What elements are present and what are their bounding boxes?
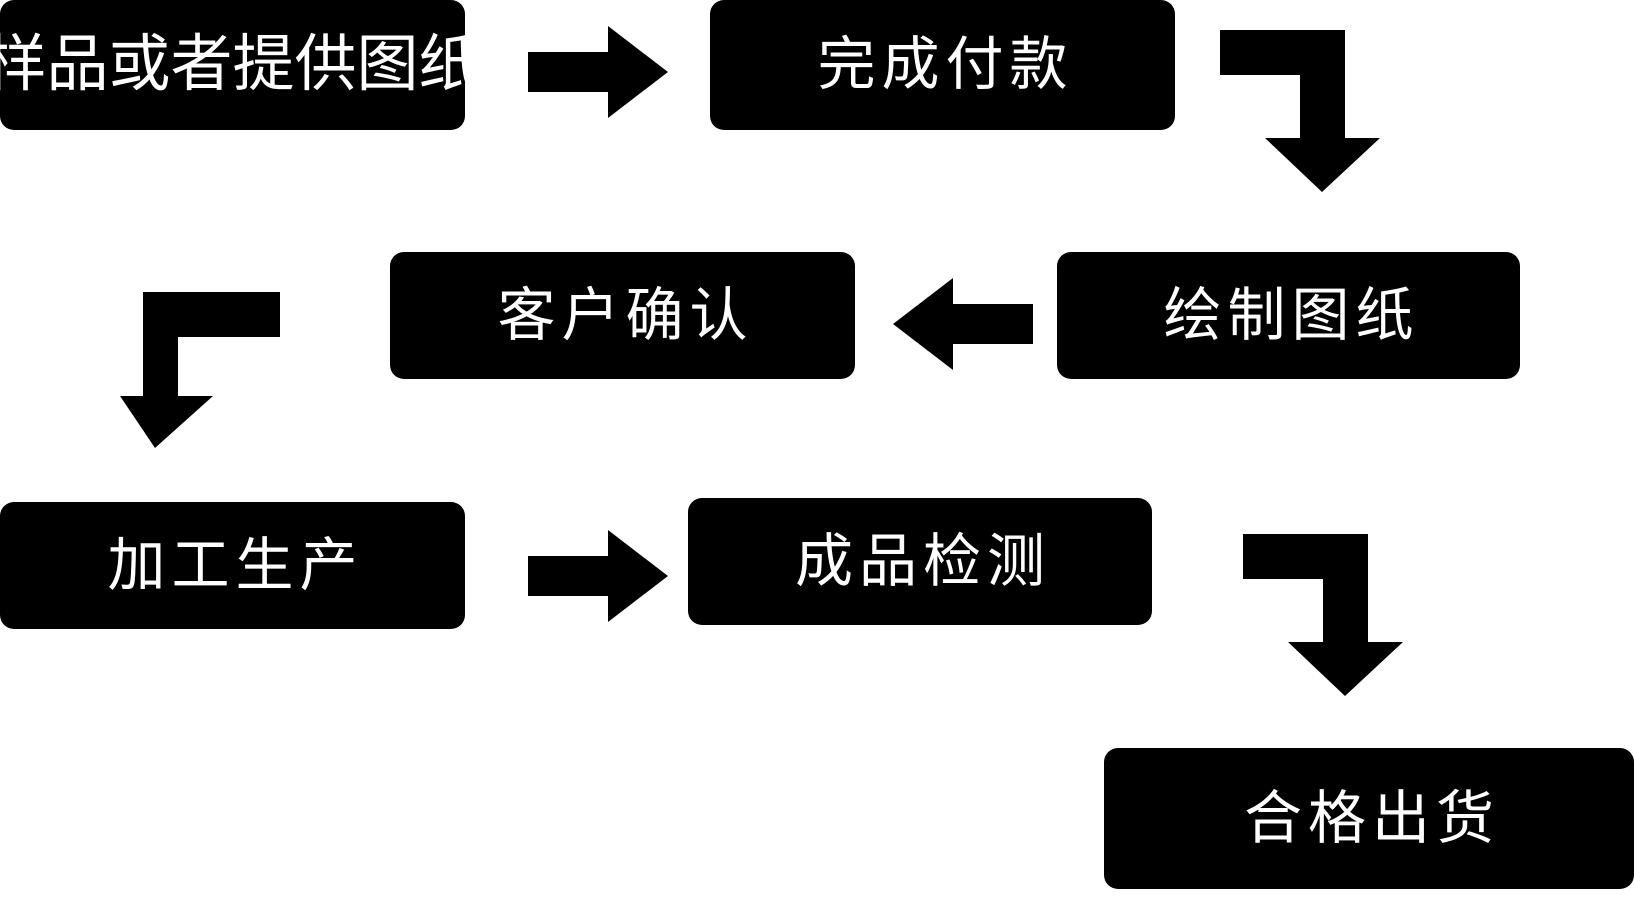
- flow-node-inspection-label: 成品检测: [794, 528, 1051, 594]
- flow-node-customer-confirm[interactable]: 客户确认: [390, 252, 855, 379]
- arrow-elbow-payment-to-draw-icon: [1220, 30, 1380, 192]
- flow-node-draw-blueprint-label: 绘制图纸: [1163, 282, 1420, 348]
- arrow-elbow-confirm-to-production-icon: [120, 292, 280, 448]
- arrow-right-sample-to-payment-icon: [528, 26, 668, 118]
- flow-node-sample-label: 样品或者提供图纸: [0, 30, 481, 99]
- flow-node-shipment[interactable]: 合格出货: [1104, 748, 1634, 889]
- flow-node-inspection[interactable]: 成品检测: [688, 498, 1152, 625]
- flow-node-payment[interactable]: 完成付款: [710, 0, 1175, 130]
- flow-node-production-label: 加工生产: [107, 532, 364, 598]
- flow-node-sample[interactable]: 样品或者提供图纸: [0, 0, 481, 130]
- flow-node-customer-confirm-label: 客户确认: [497, 282, 754, 348]
- arrow-elbow-inspection-to-shipment-icon: [1243, 534, 1403, 696]
- flow-node-shipment-label: 合格出货: [1243, 785, 1500, 851]
- arrow-right-production-to-inspection-icon: [528, 530, 668, 622]
- flow-node-draw-blueprint[interactable]: 绘制图纸: [1057, 252, 1520, 379]
- flow-node-payment-label: 完成付款: [817, 32, 1074, 97]
- arrow-left-draw-to-confirm-icon: [893, 278, 1033, 370]
- flow-node-production[interactable]: 加工生产: [0, 502, 465, 629]
